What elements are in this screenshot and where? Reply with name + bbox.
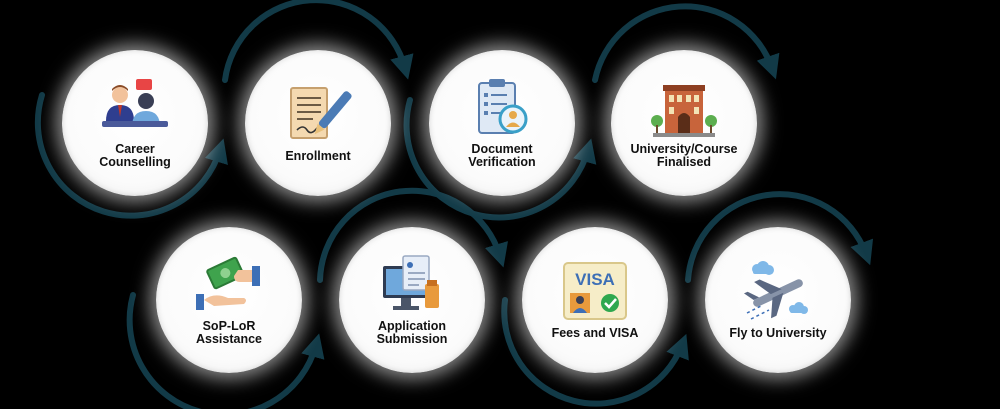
step-label: Fees and VISA (551, 325, 639, 340)
arrow-1-to-2 (34, 92, 228, 219)
step-fees-and-visa: VISA Fees and VISA (522, 227, 668, 373)
step-fly-to-university: Fly to University (705, 227, 851, 373)
visa-card-icon: VISA (563, 261, 627, 320)
svg-text:VISA: VISA (575, 270, 615, 289)
arrow-2-to-3 (222, 0, 414, 83)
step-enrollment: Enrollment (245, 50, 391, 196)
arrow-4-to-out (592, 3, 780, 83)
arrow-7-to-8 (685, 191, 874, 283)
arrow-in-to-5 (126, 292, 325, 409)
counselling-icon (102, 79, 168, 127)
arrow-5-to-6 (317, 187, 508, 283)
contract-pen-icon (290, 86, 352, 139)
airplane-icon (743, 260, 808, 320)
computer-application-icon (383, 255, 439, 310)
money-hands-icon (196, 256, 260, 310)
university-building-icon (651, 85, 717, 137)
step-label: Fly to University (729, 325, 827, 340)
step-label: Enrollment (285, 148, 351, 163)
document-check-icon (478, 79, 528, 134)
arrow-6-to-7 (501, 297, 689, 407)
